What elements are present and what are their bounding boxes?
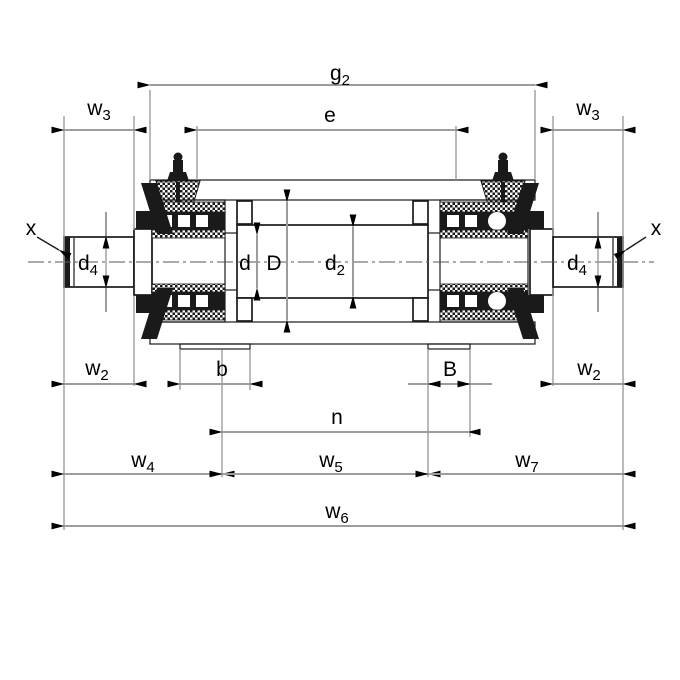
label-w6: w6 bbox=[324, 500, 349, 527]
label-D: D bbox=[266, 252, 281, 275]
label-w3-right: w3 bbox=[575, 97, 600, 124]
right-bearing-assembly bbox=[439, 183, 539, 339]
housing-top-wall bbox=[149, 179, 536, 201]
label-e: e bbox=[324, 104, 336, 127]
label-g2: g2 bbox=[330, 62, 350, 89]
label-b: b bbox=[216, 358, 228, 381]
label-w2-right: w2 bbox=[576, 357, 601, 384]
locknut bbox=[136, 211, 152, 229]
locknut bbox=[136, 295, 152, 313]
label-w7: w7 bbox=[514, 449, 539, 476]
label-x-right: x bbox=[651, 217, 662, 240]
label-d2: d2 bbox=[325, 252, 345, 279]
label-x-left: x bbox=[26, 217, 37, 240]
shaft bbox=[63, 200, 624, 322]
seal-wedge bbox=[507, 183, 539, 234]
label-w2-left: w2 bbox=[84, 357, 109, 384]
housing-bottom-wall bbox=[149, 321, 536, 345]
seal-wedge bbox=[141, 183, 173, 234]
leader-x-right bbox=[613, 236, 647, 260]
housing-boss-bottom-right bbox=[427, 343, 471, 350]
seal-wedge bbox=[507, 288, 539, 339]
labels: g2 e w3 w3 x x d4 d4 d D d2 w2 w2 b B n … bbox=[26, 62, 662, 527]
label-n: n bbox=[331, 406, 343, 429]
housing-boss-bottom-left bbox=[179, 343, 251, 350]
label-w3-left: w3 bbox=[86, 97, 111, 124]
leader-x-left bbox=[36, 236, 72, 260]
dimension-lines bbox=[36, 81, 647, 530]
grease-nipple-right bbox=[492, 152, 514, 208]
locknut bbox=[528, 211, 544, 229]
label-d: d bbox=[239, 252, 251, 275]
label-w5: w5 bbox=[318, 449, 343, 476]
spacer-ring bbox=[236, 297, 253, 322]
spacer-ring bbox=[412, 297, 429, 322]
label-B: B bbox=[443, 358, 457, 381]
label-d4-left: d4 bbox=[78, 252, 98, 279]
shaft-end-face-right bbox=[617, 237, 623, 287]
bearing-ball bbox=[488, 212, 506, 230]
label-d4-right: d4 bbox=[567, 252, 587, 279]
spacer-ring bbox=[236, 200, 253, 225]
locknut bbox=[528, 295, 544, 313]
grease-nipple-left bbox=[167, 152, 189, 208]
spacer-ring bbox=[412, 200, 429, 225]
seal-wedge bbox=[141, 288, 173, 339]
label-w4: w4 bbox=[130, 449, 155, 476]
left-bearing-assembly bbox=[141, 183, 226, 339]
bearing-ball bbox=[488, 292, 506, 310]
